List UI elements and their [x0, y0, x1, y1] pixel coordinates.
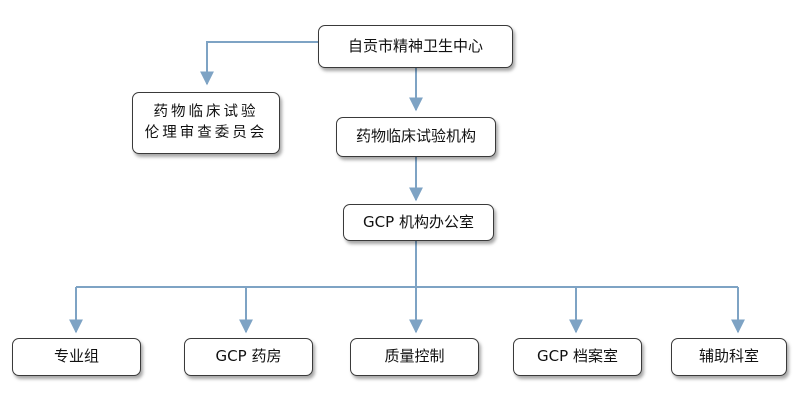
node-office-label: GCP 机构办公室	[363, 212, 474, 231]
node-ethics-line1: 药物临床试验	[153, 103, 259, 120]
connector-root-to-ethics	[200, 41, 318, 86]
node-dept-professional-group: 专业组	[12, 338, 141, 376]
node-dept-gcp-archive: GCP 档案室	[513, 338, 642, 376]
node-institution: 药物临床试验机构	[336, 117, 496, 157]
node-dept-label: 质量控制	[384, 347, 445, 366]
node-dept-gcp-pharmacy: GCP 药房	[184, 338, 313, 376]
node-dept-label: GCP 档案室	[537, 347, 618, 366]
node-dept-label: GCP 药房	[215, 347, 282, 366]
node-dept-label: 专业组	[53, 347, 99, 366]
node-institution-label: 药物临床试验机构	[355, 127, 476, 146]
node-root: 自贡市精神卫生中心	[318, 25, 513, 68]
node-dept-label: 辅助科室	[698, 347, 759, 366]
node-ethics-committee: 药物临床试验 伦理审查委员会	[132, 92, 280, 154]
node-dept-quality-control: 质量控制	[350, 338, 479, 376]
node-office: GCP 机构办公室	[343, 204, 494, 241]
node-ethics-line2: 伦理审查委员会	[144, 125, 268, 141]
node-dept-auxiliary: 辅助科室	[671, 338, 787, 376]
node-root-label: 自贡市精神卫生中心	[347, 36, 483, 55]
